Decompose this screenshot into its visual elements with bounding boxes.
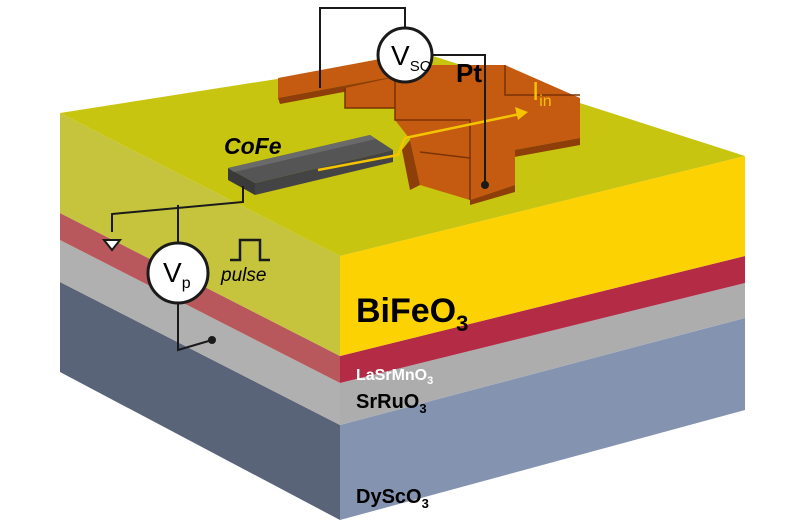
bifeo3-label: BiFeO3 (356, 292, 468, 336)
vso-meter-circle (376, 26, 434, 84)
current-arrow (317, 107, 528, 172)
srruo3-left-face (60, 240, 340, 425)
srruo3-right-face (340, 283, 745, 425)
vp-label: Vp (163, 257, 191, 292)
lasrmno3-left-face (60, 213, 340, 383)
lasrmno3-right-face (340, 256, 745, 383)
bifeo3-right-face (340, 156, 745, 356)
pulse-icon (230, 238, 270, 262)
dysco3-left-face (60, 282, 340, 520)
pulse-label: pulse (220, 265, 266, 286)
dysco3-right-face (340, 318, 745, 520)
pt-label: Pt (456, 58, 482, 88)
dysco3-label: DyScO3 (356, 486, 429, 511)
pt-electrode (278, 52, 580, 205)
current-label: Iin (532, 76, 552, 110)
bifeo3-left-face (60, 113, 340, 356)
vso-label: VSO (391, 40, 431, 75)
lasrmno3-label: LaSrMnO3 (356, 367, 433, 387)
vp-wiring (101, 186, 244, 352)
srruo3-label: SrRuO3 (356, 391, 427, 416)
cofe-label: CoFe (224, 133, 282, 159)
vso-wiring (319, 7, 489, 189)
vp-meter-circle (146, 241, 210, 305)
